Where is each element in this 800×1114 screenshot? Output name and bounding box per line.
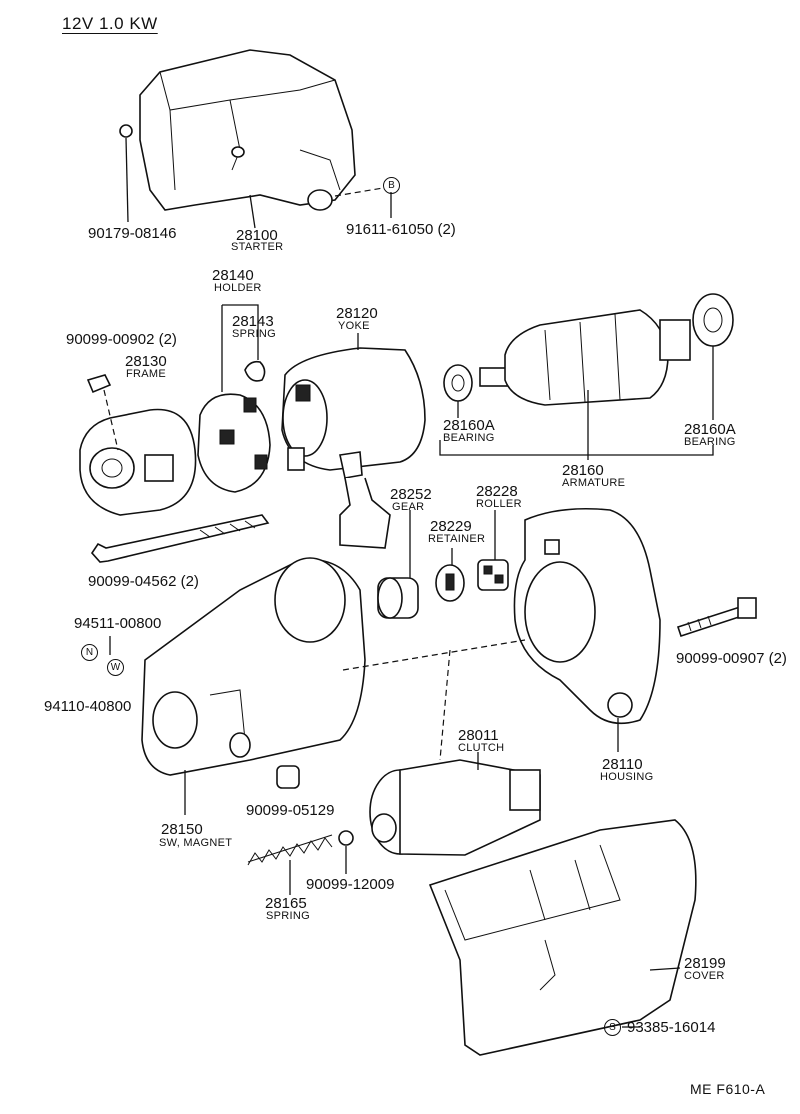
leader-90179 (125, 137, 129, 223)
cover-drawing (428, 819, 697, 1056)
part-number-28110[interactable]: 28110 (602, 756, 643, 773)
part-name-starter: STARTER (231, 241, 284, 253)
part-number-28252[interactable]: 28252 (390, 486, 432, 503)
part-number-90099-05129[interactable]: 90099-05129 (246, 802, 335, 819)
part-number-28140[interactable]: 28140 (212, 267, 254, 284)
alignment-line (342, 639, 526, 671)
part-number-90099-00902[interactable]: 90099-00902 (2) (66, 331, 177, 348)
part-name-spring-28143: SPRING (232, 328, 276, 340)
part-name-housing: HOUSING (600, 771, 654, 783)
symbol-n: N (81, 644, 98, 661)
part-number-28100[interactable]: 28100 (236, 227, 278, 244)
gear-drawing (377, 577, 419, 619)
figure-code: ME F610-A (690, 1081, 766, 1097)
sw-magnet-drawing (141, 557, 366, 776)
part-number-28143[interactable]: 28143 (232, 313, 274, 330)
clutch-drawing (369, 759, 541, 856)
part-name-roller: ROLLER (476, 498, 522, 510)
armature-drawing (479, 309, 691, 406)
part-number-94511-00800[interactable]: 94511-00800 (74, 615, 162, 632)
part-number-28160[interactable]: 28160 (562, 462, 604, 479)
part-number-28130[interactable]: 28130 (125, 353, 167, 370)
part-name-frame: FRAME (126, 368, 166, 380)
frame-bolt-drawing (86, 374, 119, 451)
part-name-holder: HOLDER (214, 282, 262, 294)
part-number-28229[interactable]: 28229 (430, 518, 472, 535)
leader-28100 (249, 194, 256, 229)
spring-28165-drawing (247, 834, 333, 866)
part-name-clutch: CLUTCH (458, 742, 505, 754)
starter-assembly-drawing (139, 49, 356, 211)
part-name-sw-magnet: SW, MAGNET (159, 837, 233, 849)
bearing-right-drawing (692, 293, 734, 347)
holder-bracket (221, 304, 259, 392)
part-number-28120[interactable]: 28120 (336, 305, 378, 322)
part-number-28199[interactable]: 28199 (684, 955, 726, 972)
part-number-90099-04562[interactable]: 90099-04562 (2) (88, 573, 199, 590)
part-name-bearing-right: BEARING (684, 436, 736, 448)
part-number-93385-16014[interactable]: 93385-16014 (627, 1019, 716, 1036)
symbol-w: W (107, 659, 124, 676)
part-number-90099-12009[interactable]: 90099-12009 (306, 876, 395, 893)
part-number-28150[interactable]: 28150 (161, 821, 203, 838)
part-name-yoke: YOKE (338, 320, 370, 332)
roller-drawing (477, 559, 509, 591)
part-number-91611-61050[interactable]: 91611-61050 (2) (346, 221, 456, 238)
part-name-cover: COVER (684, 970, 725, 982)
symbol-s: S (604, 1019, 621, 1036)
ball-90099-12009-drawing (338, 830, 354, 846)
part-number-90179-08146[interactable]: 90179-08146 (88, 225, 177, 242)
part-name-spring-28165: SPRING (266, 910, 310, 922)
frame-drawing (79, 408, 197, 516)
part-number-28160a-right[interactable]: 28160A (684, 421, 736, 438)
part-name-bearing-left: BEARING (443, 432, 495, 444)
part-number-28165[interactable]: 28165 (265, 895, 307, 912)
leader-91611 (334, 187, 384, 197)
bolt-90099-00907-drawing (676, 597, 757, 638)
holder-drawing (197, 393, 271, 493)
yoke-drawing (281, 347, 426, 549)
symbol-b: B (383, 177, 400, 194)
housing-drawing (513, 507, 661, 725)
bearing-left-drawing (443, 364, 473, 402)
part-name-gear: GEAR (392, 501, 425, 513)
part-number-94110-40800[interactable]: 94110-40800 (44, 698, 132, 715)
part-name-retainer: RETAINER (428, 533, 486, 545)
part-number-90099-00907[interactable]: 90099-00907 (2) (676, 650, 787, 667)
nut-90099-05129-drawing (276, 765, 300, 789)
part-number-28160a-left[interactable]: 28160A (443, 417, 495, 434)
retainer-drawing (435, 564, 465, 602)
diagram-title: 12V 1.0 KW (62, 14, 158, 33)
part-name-armature: ARMATURE (562, 477, 626, 489)
part-number-28011[interactable]: 28011 (458, 727, 499, 744)
spring-28143-drawing (244, 360, 266, 382)
nut-90179-drawing (119, 124, 133, 138)
part-number-28228[interactable]: 28228 (476, 483, 518, 500)
through-bolt-drawing (90, 514, 270, 563)
alignment-line-2 (439, 649, 451, 761)
